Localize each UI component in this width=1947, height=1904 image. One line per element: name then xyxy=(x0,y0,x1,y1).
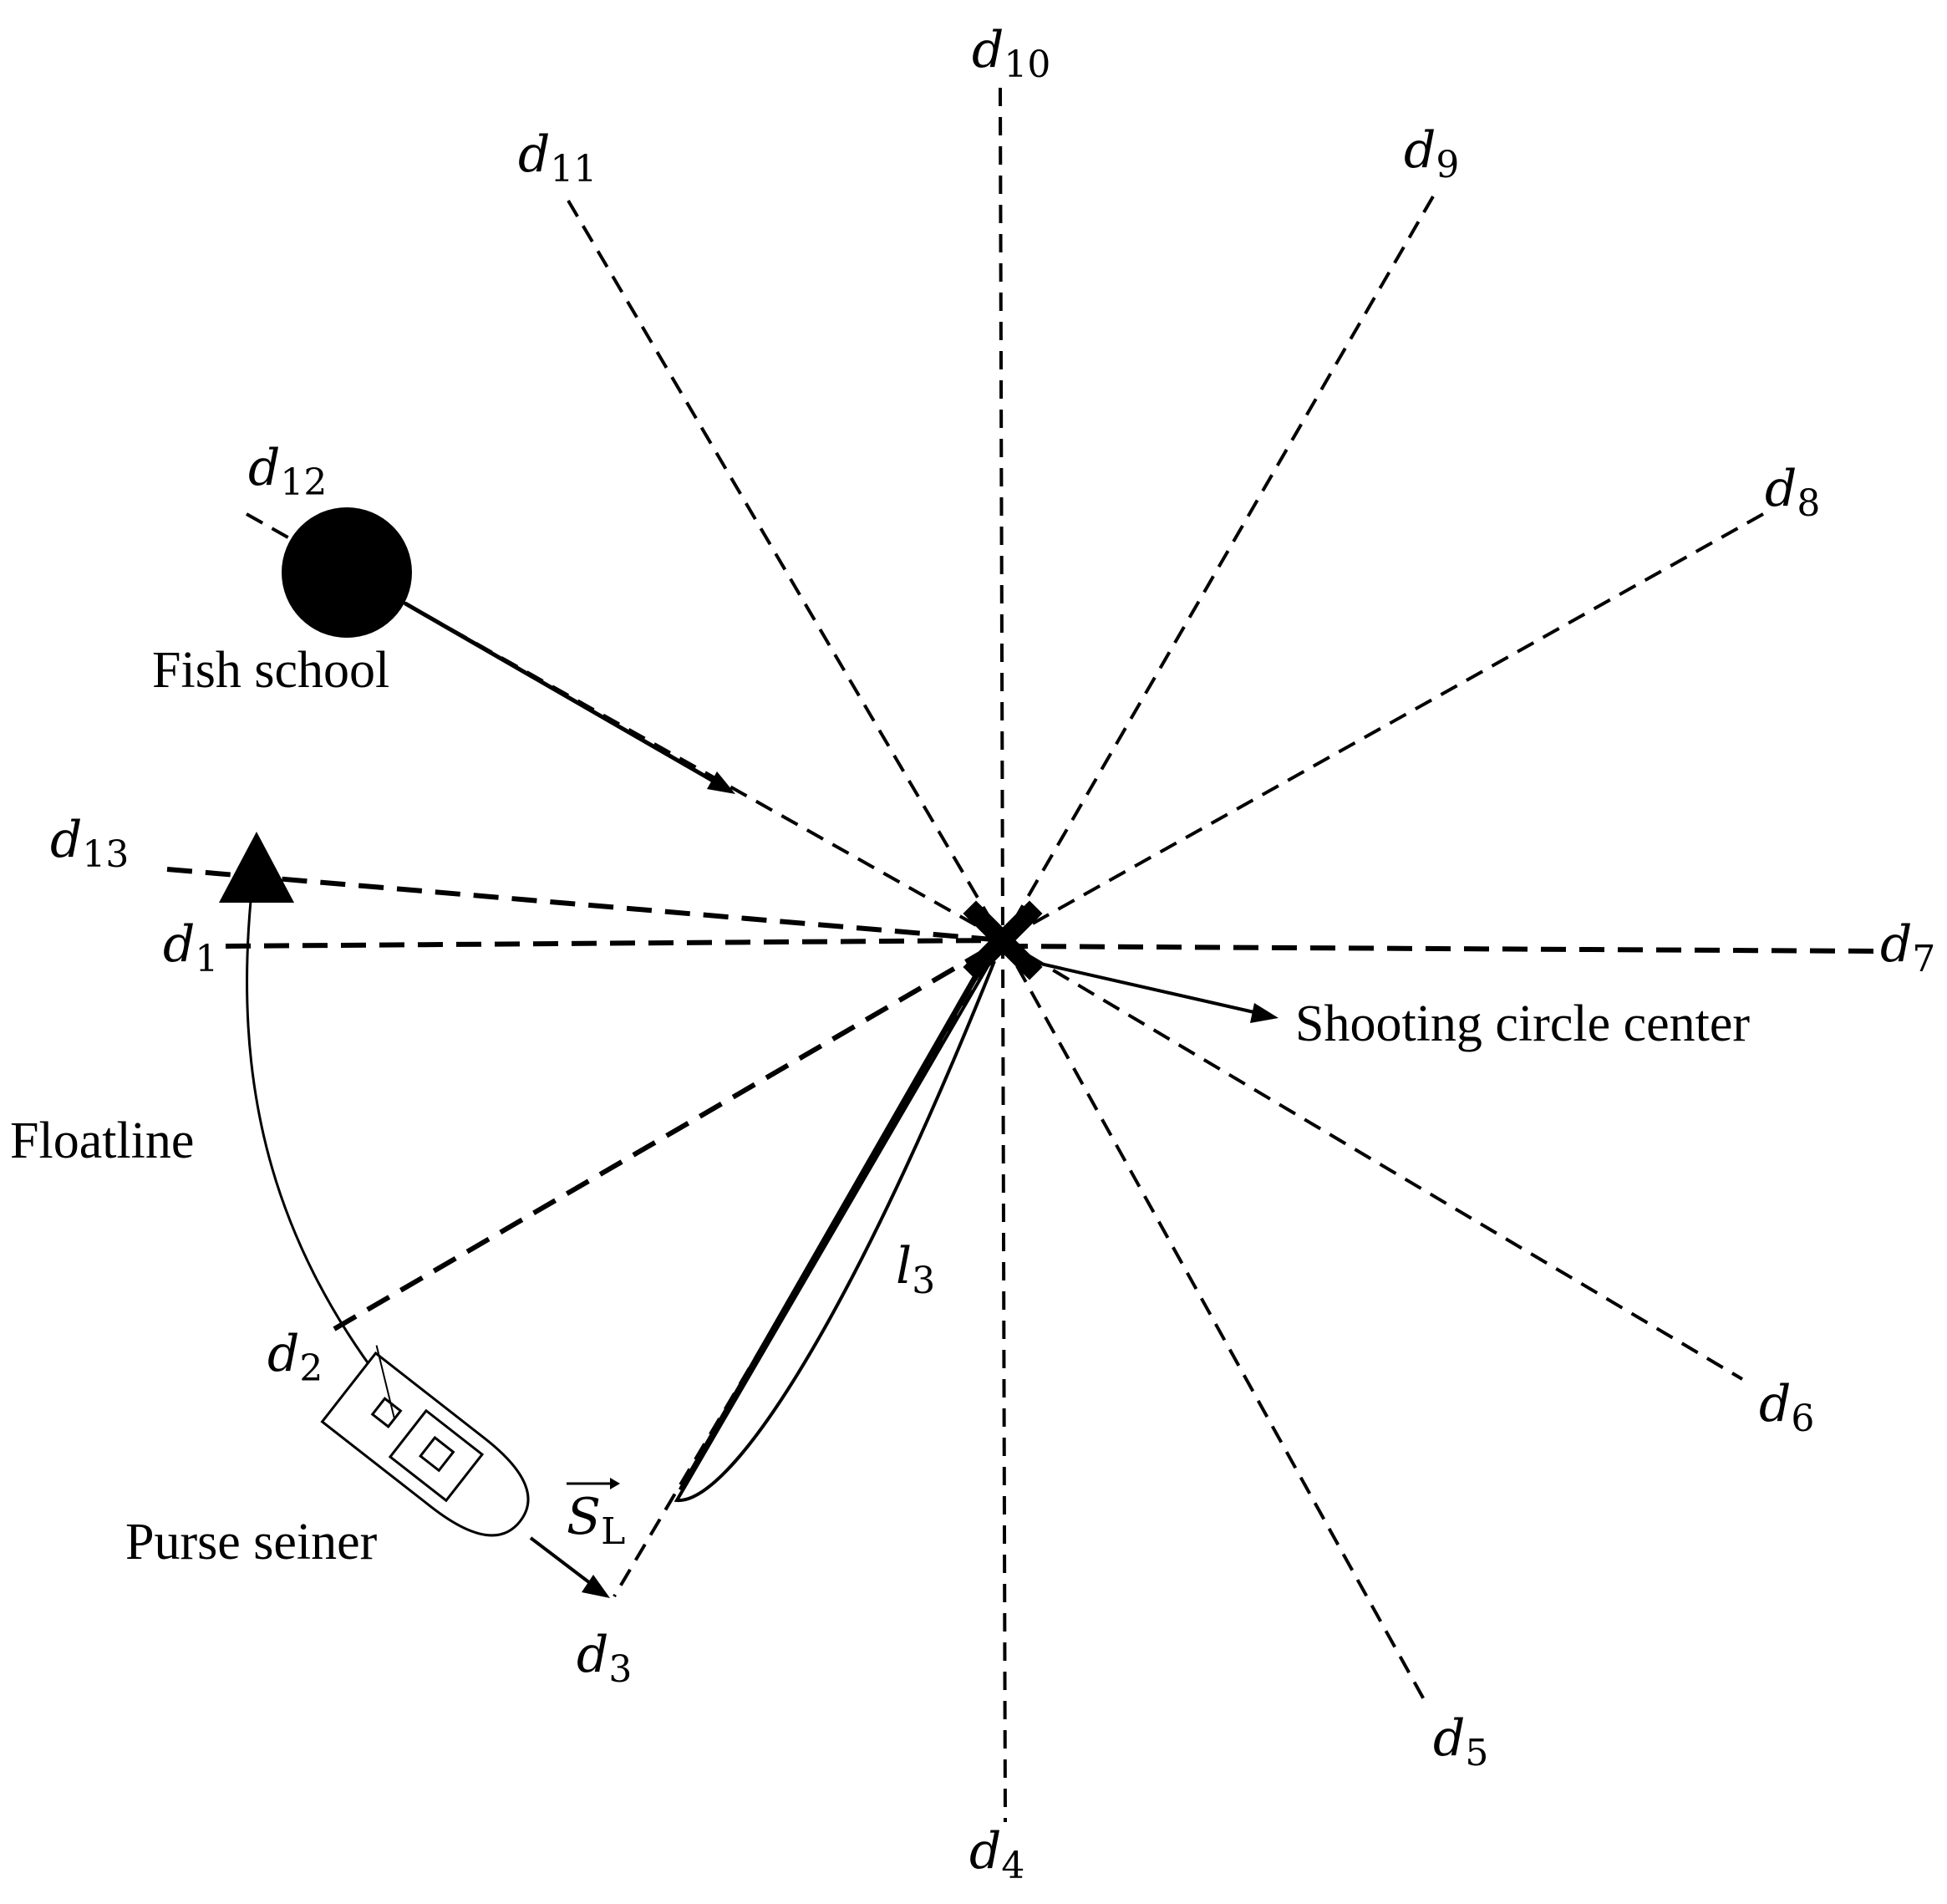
label-shooting-circle-center: Shooting circle center xyxy=(1295,995,1750,1052)
label-d13: d13 xyxy=(50,811,129,876)
shooting-center-pointer-arrow xyxy=(1010,955,1279,1023)
label-d2: d2 xyxy=(267,1325,323,1390)
label-floatline: Floatline xyxy=(10,1112,194,1169)
label-fish-school: Fish school xyxy=(152,642,389,699)
floatline-arrow xyxy=(246,900,388,1388)
direction-line-d9 xyxy=(1001,195,1435,942)
label-d5: d5 xyxy=(1433,1709,1488,1774)
label-d7: d7 xyxy=(1880,915,1935,980)
direction-line-d4 xyxy=(1001,939,1007,1823)
label-d10: d10 xyxy=(972,21,1050,86)
direction-line-d2 xyxy=(333,938,1004,1331)
svg-text:SL: SL xyxy=(567,1488,625,1553)
label-d4: d4 xyxy=(969,1822,1024,1887)
label-d9: d9 xyxy=(1404,121,1459,186)
label-d6: d6 xyxy=(1759,1375,1814,1440)
label-l3: l3 xyxy=(896,1237,935,1302)
direction-line-d6 xyxy=(1001,939,1744,1381)
label-sl-vector: SL xyxy=(567,1478,625,1553)
direction-line-d10 xyxy=(999,87,1004,941)
ship-heading-arrow xyxy=(529,1536,610,1598)
label-d8: d8 xyxy=(1765,460,1820,525)
direction-line-d11 xyxy=(567,199,1004,942)
direction-line-d8 xyxy=(1002,512,1764,942)
net-loop-inner-edge xyxy=(678,949,994,1492)
label-purse-seiner: Purse seiner xyxy=(125,1514,378,1571)
floatline-start-triangle xyxy=(219,832,294,903)
label-d12: d12 xyxy=(248,439,327,504)
direction-line-d5 xyxy=(1001,939,1426,1702)
fish-school-arrow xyxy=(404,601,735,794)
purse-seiner-boat xyxy=(320,1345,530,1537)
direction-line-d13 xyxy=(166,867,1004,943)
label-d1: d1 xyxy=(163,915,218,980)
direction-line-d7 xyxy=(1002,944,1877,954)
direction-line-d1 xyxy=(225,938,1004,949)
label-d3: d3 xyxy=(577,1626,632,1691)
fish-school-marker xyxy=(282,507,412,638)
net-loop-l3 xyxy=(674,939,1004,1503)
direction-labels: d10 d11 d9 d12 d8 d13 d1 d7 d2 d6 d3 d5 … xyxy=(50,21,1935,1887)
label-d11: d11 xyxy=(518,125,597,191)
